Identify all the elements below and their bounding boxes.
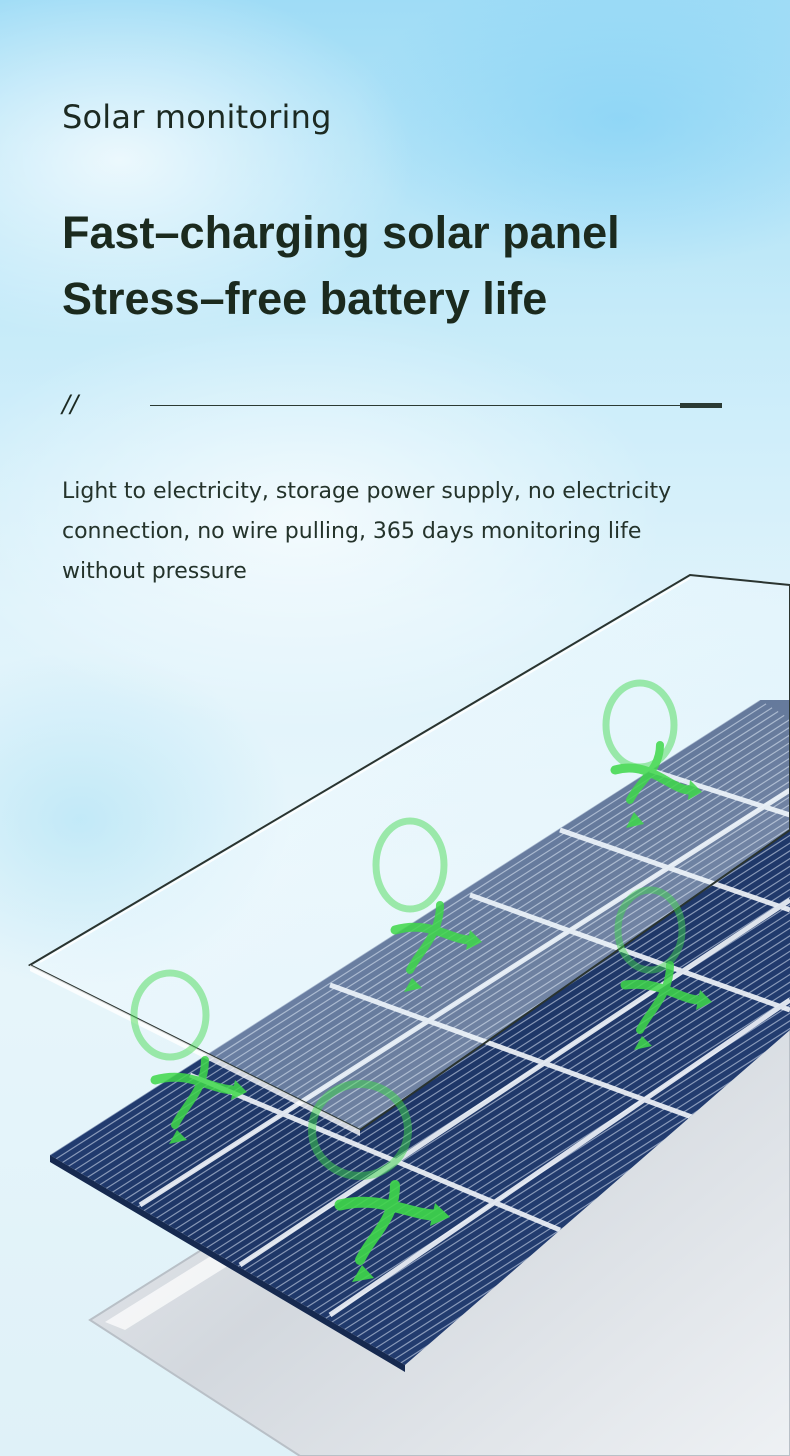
page-headline: Fast–charging solar panel Stress–free ba… [62,200,762,332]
divider-accent [680,403,722,408]
cell-finger-line [273,841,790,1298]
cell-finger-line [200,795,790,1252]
description-line-2: connection, no wire pulling, 365 days mo… [62,519,642,544]
cell-finger-line [340,884,790,1341]
cell-finger-line [297,857,790,1314]
divider-slash-mark: // [62,390,79,418]
feature-description: Light to electricity, storage power supp… [62,472,712,592]
cell-finger-line [321,872,790,1329]
glass-cover-layer [27,573,790,1136]
description-line-1: Light to electricity, storage power supp… [62,479,672,504]
cell-finger-line [291,853,790,1310]
solar-panel-illustration [27,573,790,1456]
cell-finger-line [206,799,790,1256]
cell-finger-line [188,788,790,1245]
cell-finger-line [255,830,790,1287]
section-eyebrow: Solar monitoring [62,98,332,136]
headline-line-1: Fast–charging solar panel [62,207,620,258]
cell-finger-line [213,803,790,1260]
cell-finger-line [285,849,790,1306]
divider-line [150,405,722,406]
cell-finger-line [182,784,790,1241]
cell-finger-line [327,876,790,1333]
cell-finger-line [279,845,790,1302]
airflow-arrows-icon [130,679,712,1282]
cell-finger-line [219,807,790,1264]
cell-finger-line [194,791,790,1248]
cell-finger-line [315,868,790,1325]
description-line-3: without pressure [62,559,247,584]
cell-finger-line [334,880,790,1337]
headline-line-2: Stress–free battery life [62,273,548,324]
cell-finger-line [261,834,790,1291]
